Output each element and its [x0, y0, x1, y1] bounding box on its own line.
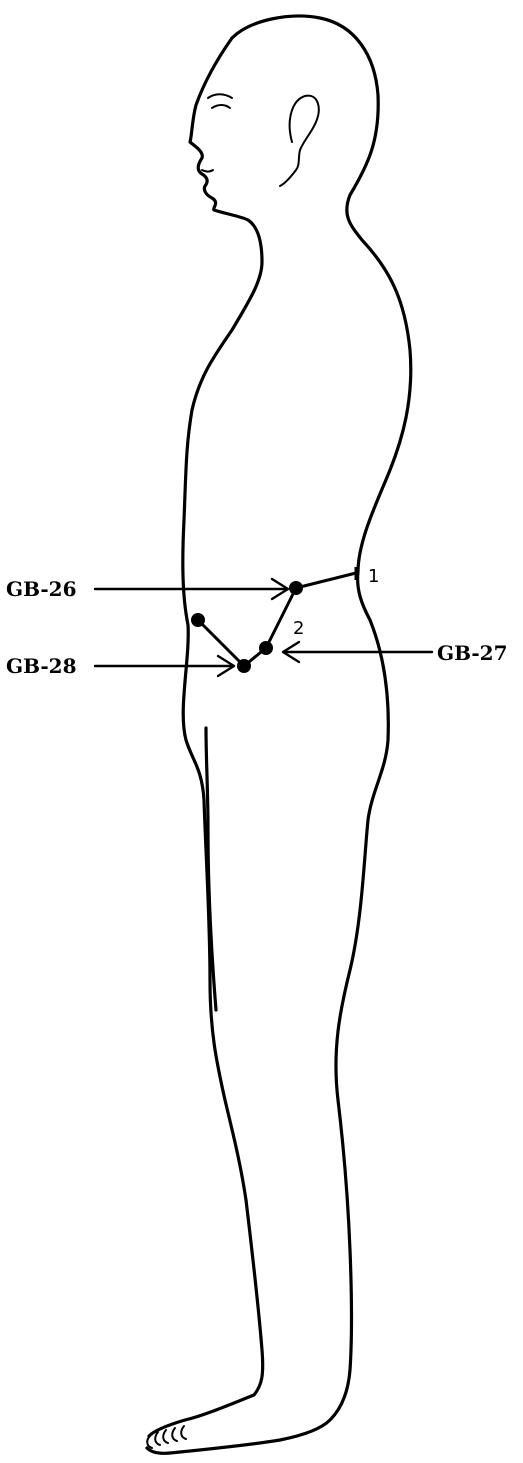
back-outline	[232, 16, 411, 572]
body-outline	[147, 16, 411, 1453]
label-gb26: GB-26	[6, 577, 77, 601]
label-gb28: GB-28	[6, 654, 77, 678]
marker-2: 2	[293, 618, 304, 639]
arrow-gb28	[95, 656, 234, 676]
toes	[147, 1426, 186, 1448]
label-gb27: GB-27	[437, 641, 508, 665]
brow	[208, 94, 232, 98]
ear-jaw-line	[280, 170, 296, 186]
arrow-gb26	[95, 579, 288, 599]
ear	[290, 96, 319, 170]
acupoint-gb27	[259, 641, 273, 655]
acupoint-gb28	[237, 659, 251, 673]
acupoint-gb26	[289, 581, 303, 595]
mouth	[202, 170, 213, 172]
arrow-gb27	[283, 642, 432, 662]
marker-1: 1	[368, 566, 379, 587]
acupoint-gb29	[191, 613, 205, 627]
eye	[212, 105, 230, 108]
